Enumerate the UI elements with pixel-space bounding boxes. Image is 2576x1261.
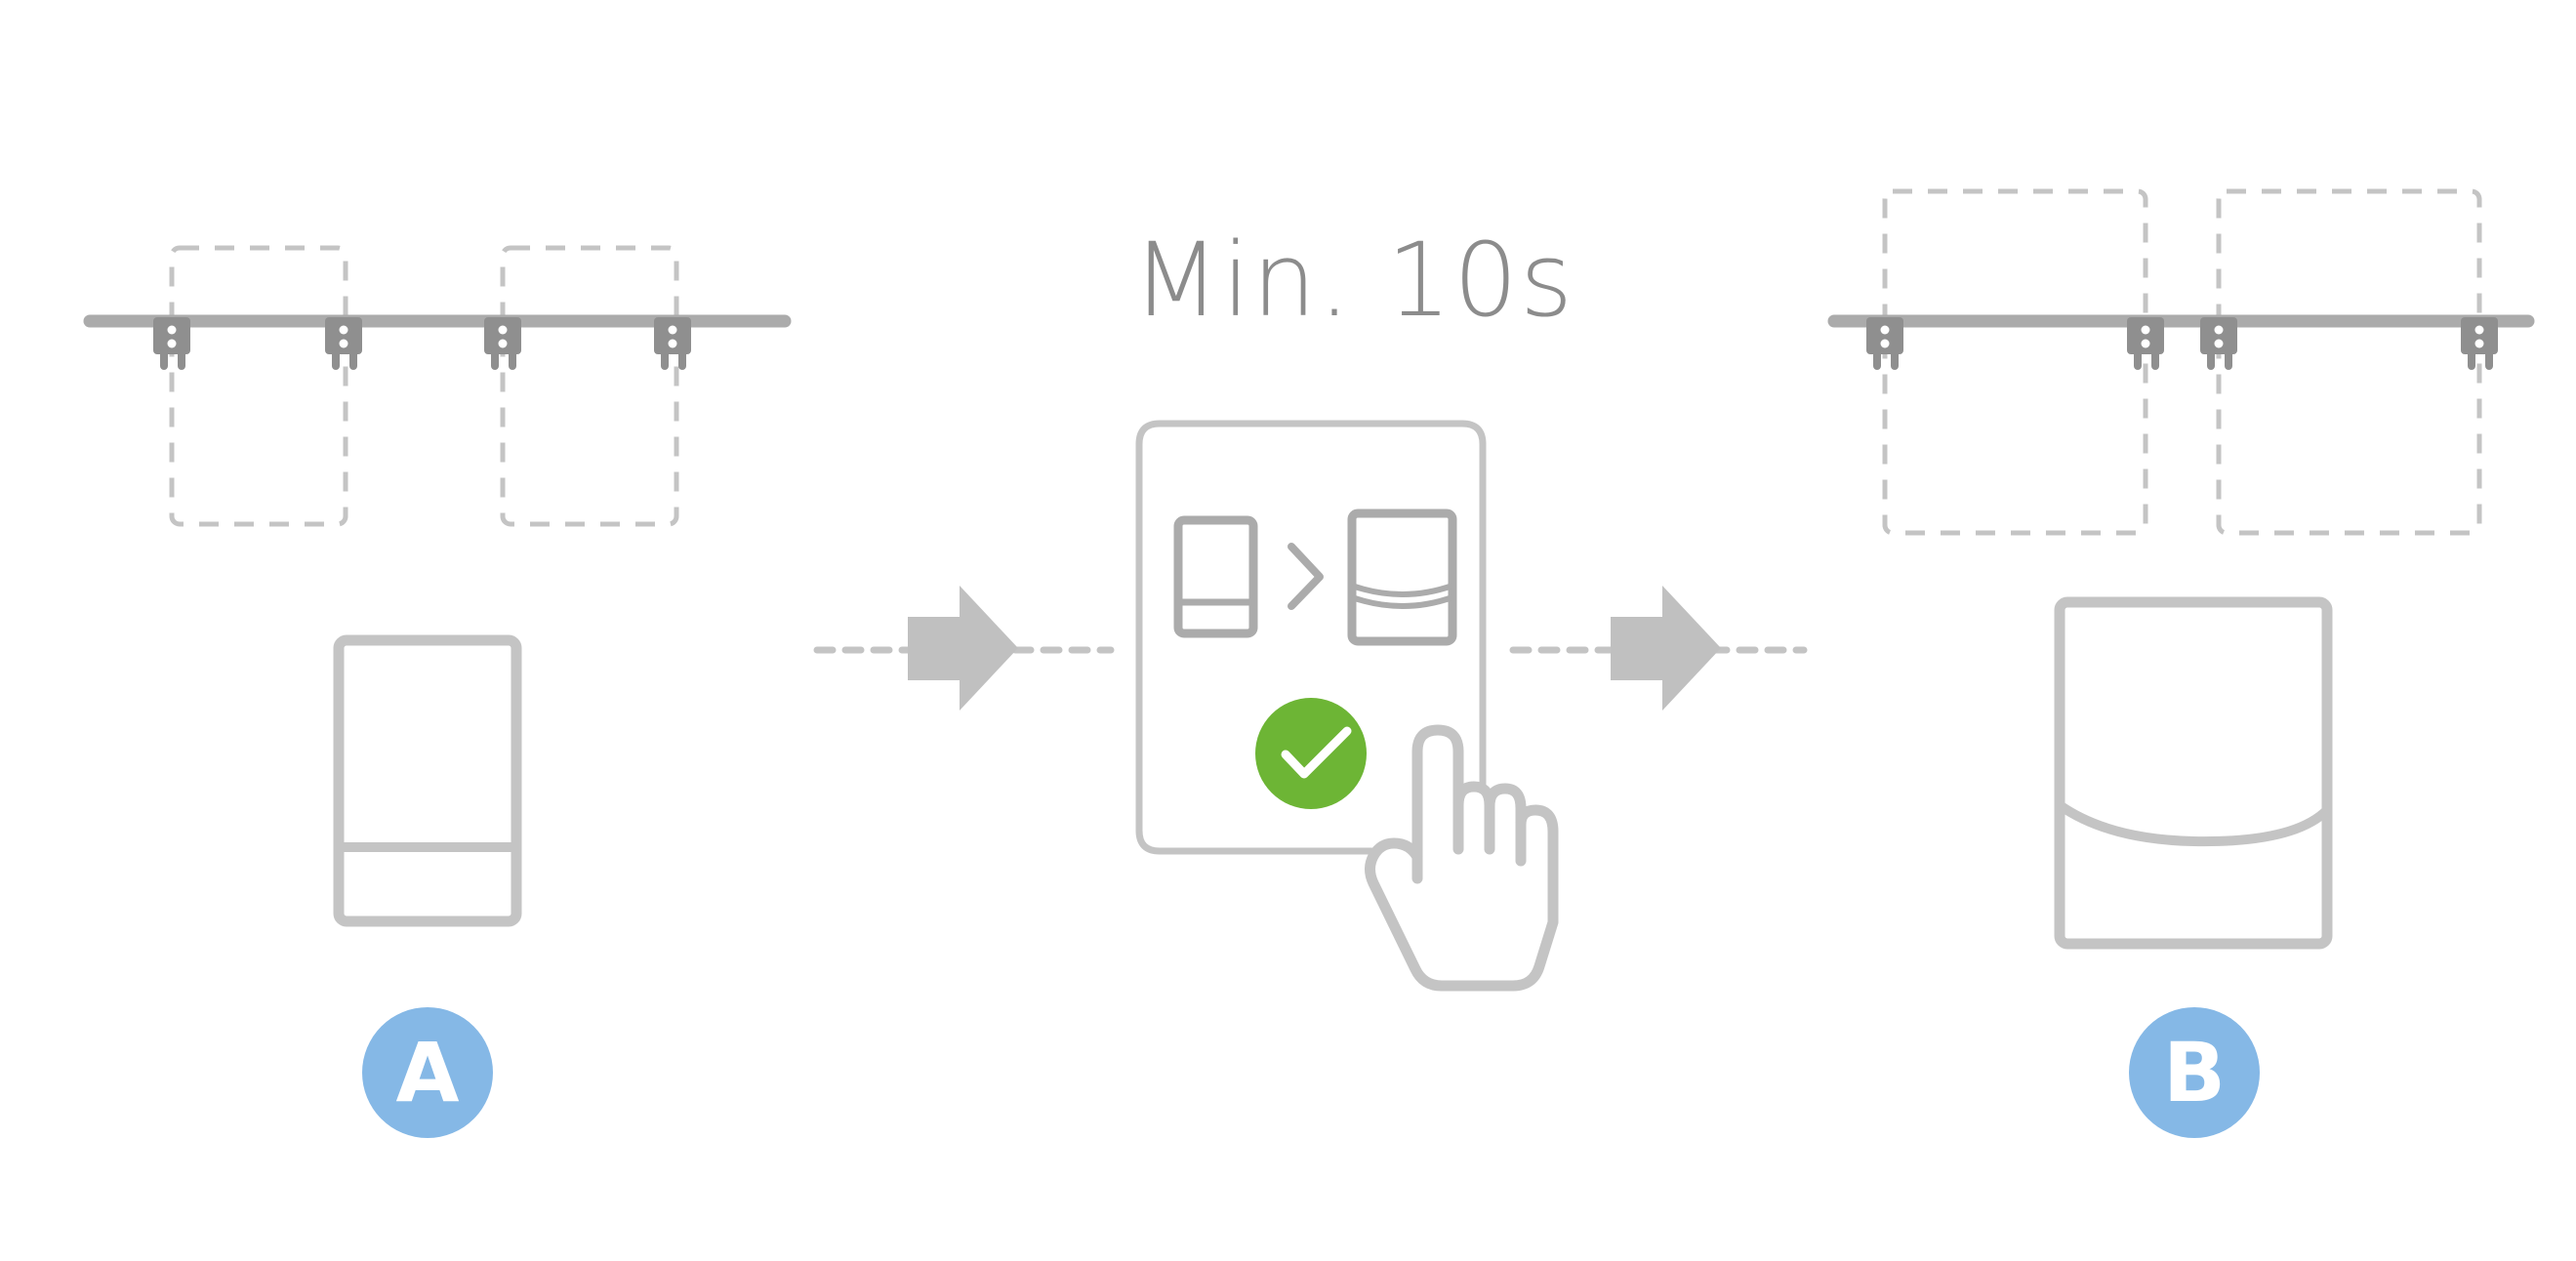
window-icon-a [333, 634, 522, 927]
rail-clip [2127, 317, 2164, 370]
arrow-right-icon [813, 586, 1115, 711]
pointing-hand-icon [1365, 724, 1559, 992]
arrow-right-icon [1509, 586, 1808, 711]
step-b-group: B [1827, 188, 2535, 1138]
chevron-right-icon [1288, 543, 1324, 610]
center-group: Min. 10s [1132, 221, 1574, 992]
step-a-group: A [83, 245, 792, 1138]
remote-control-icon [1135, 420, 1487, 855]
curtain-panel-outline [2216, 188, 2482, 536]
rail-clip [153, 317, 190, 370]
curtain-rail-b [1827, 188, 2535, 536]
step-a-label: A [395, 1025, 459, 1120]
duration-label: Min. 10s [1132, 221, 1574, 340]
rail-clip [484, 317, 521, 370]
curtain-panel-outline [500, 245, 679, 527]
curtain-panel-outline [1882, 188, 2148, 536]
rail-clip [654, 317, 691, 370]
window-open-icon [1173, 515, 1258, 638]
rail-clip [1866, 317, 1903, 370]
curtain-rail-a [83, 245, 792, 527]
window-closed-icon [1347, 508, 1457, 646]
rail-clip [325, 317, 362, 370]
curtain-panel-outline [169, 245, 348, 527]
step-a-badge: A [362, 1007, 493, 1138]
step-b-label: B [2163, 1025, 2226, 1120]
rail-clip [2461, 317, 2498, 370]
rail-clip [2200, 317, 2237, 370]
window-icon-b [2054, 596, 2333, 950]
check-icon [1255, 698, 1367, 809]
step-b-badge: B [2129, 1007, 2260, 1138]
